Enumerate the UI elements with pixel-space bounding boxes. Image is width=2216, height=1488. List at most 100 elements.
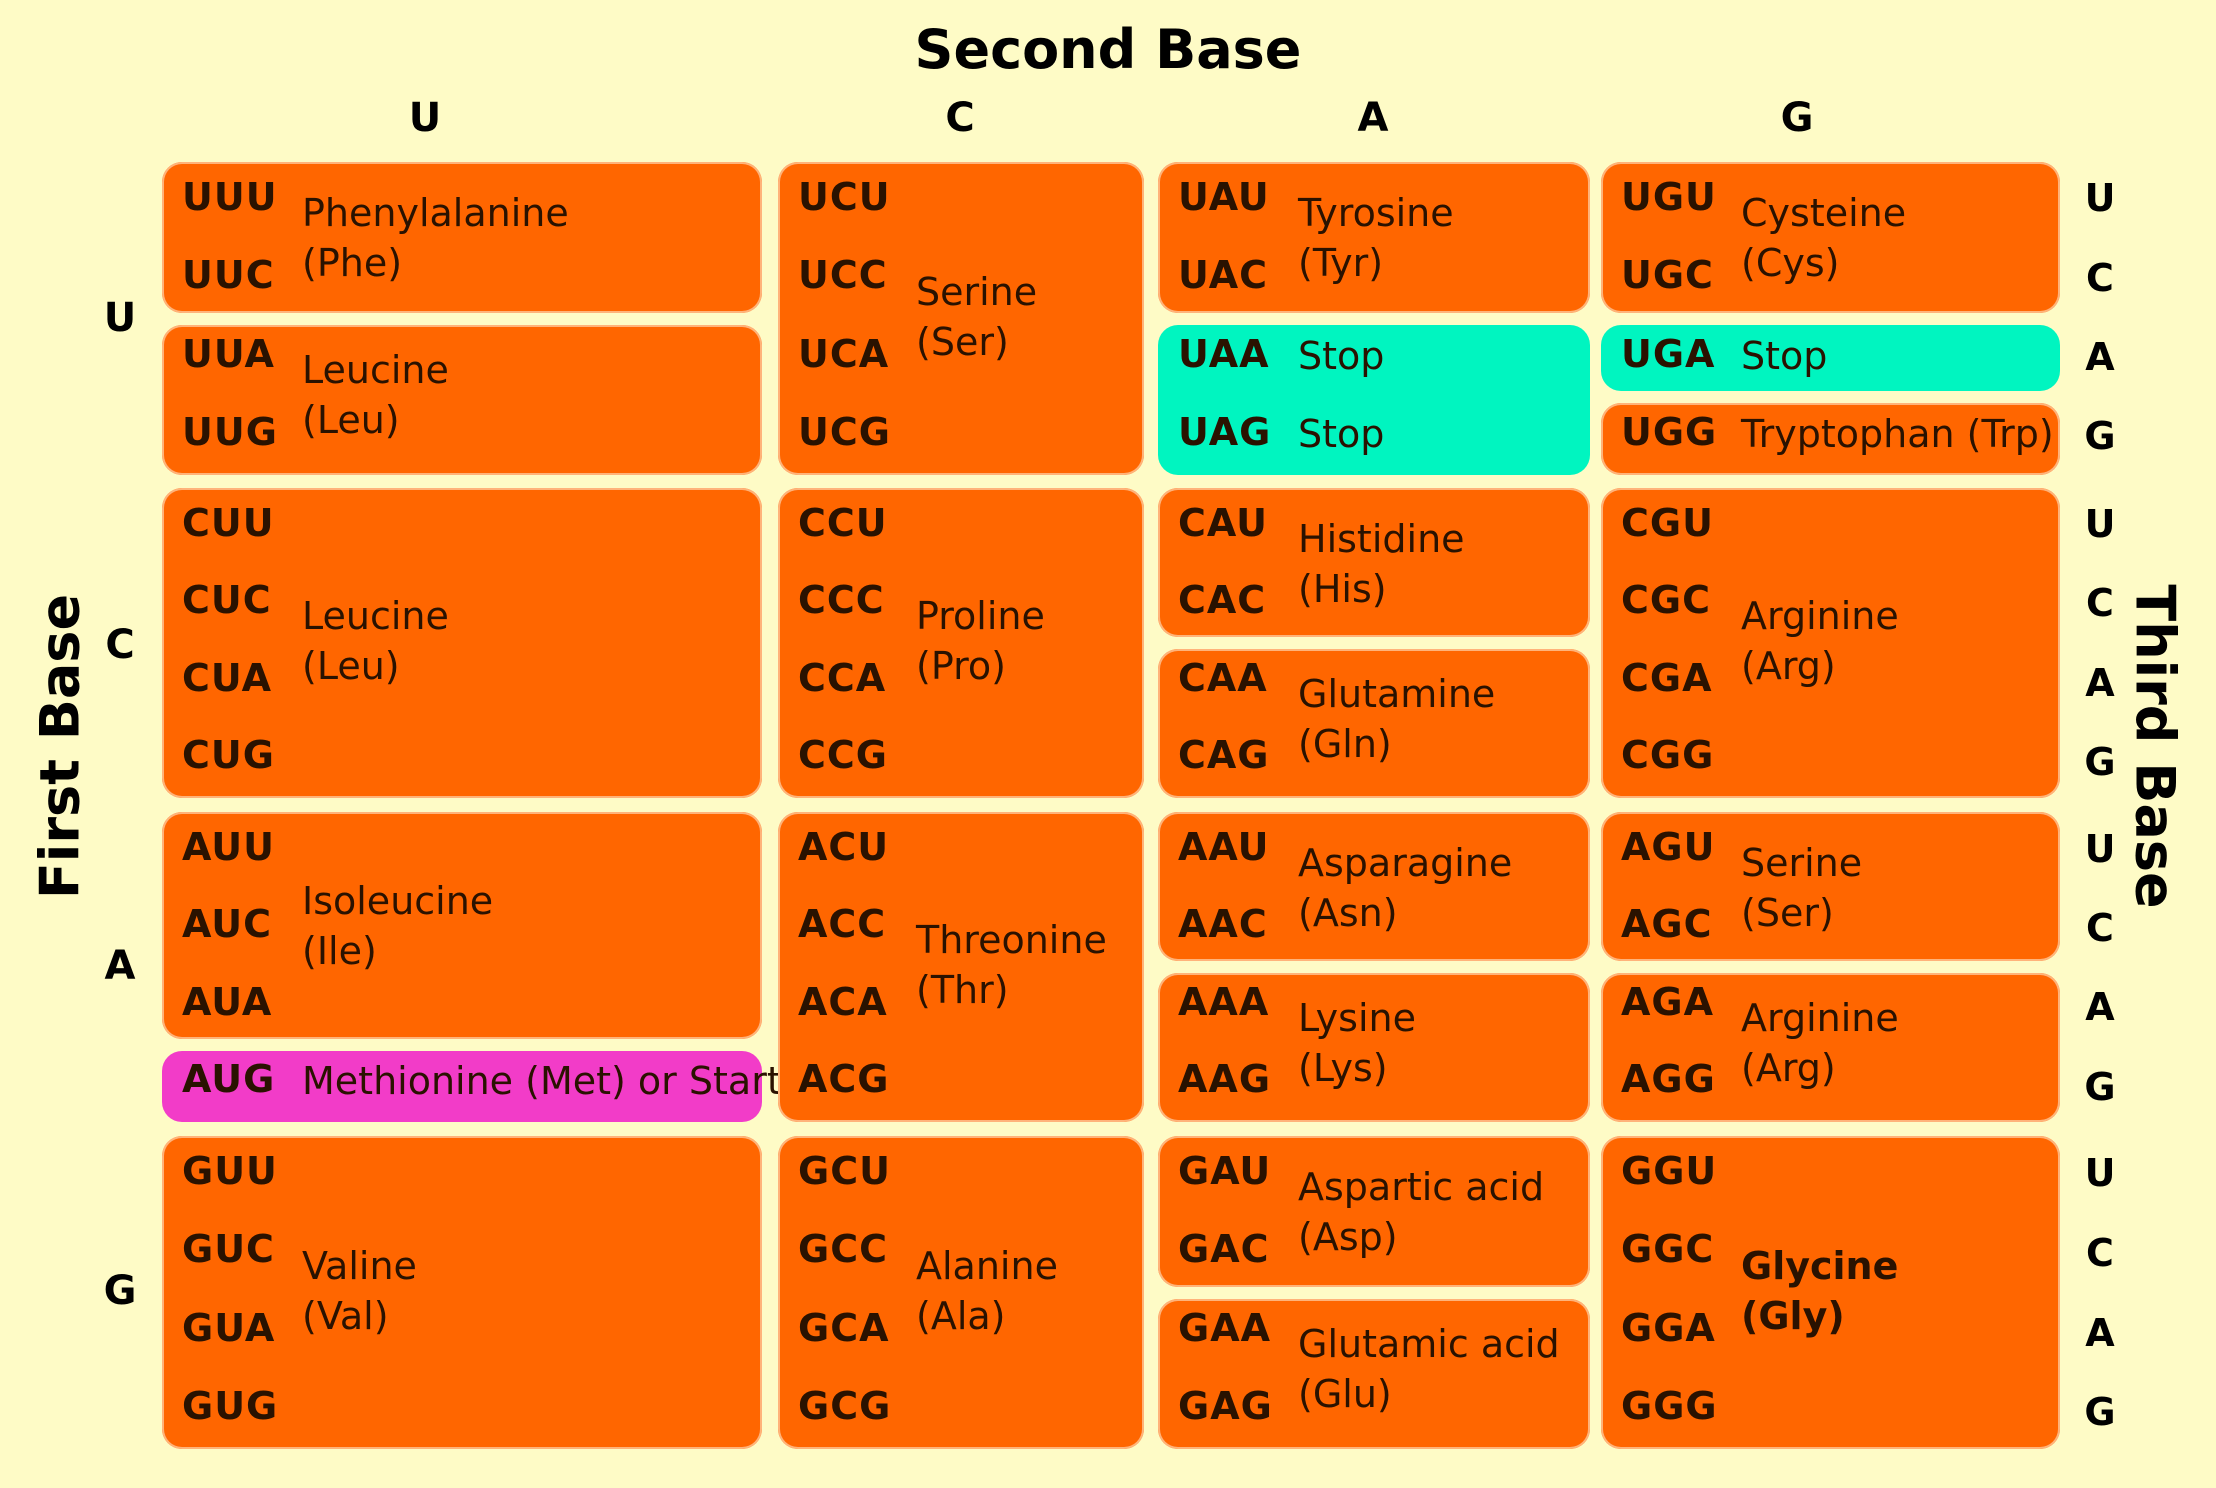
codon-label: CAU <box>1178 500 1268 545</box>
amino-acid-cell <box>1158 812 1590 961</box>
third-base-label: C <box>2086 256 2114 300</box>
codon-label: AGC <box>1621 902 1713 947</box>
third-base-label: A <box>2085 661 2115 705</box>
codon-label: UUC <box>182 253 275 298</box>
codon-label: CAG <box>1178 733 1270 778</box>
amino-acid-abbreviation: (Gly) <box>1741 1293 1845 1338</box>
codon-label: AAG <box>1178 1057 1272 1102</box>
codon-label: AGG <box>1621 1057 1716 1102</box>
amino-acid-abbreviation: (Pro) <box>916 644 1006 688</box>
codon-label: CCA <box>798 655 887 700</box>
codon-label: GGG <box>1621 1383 1718 1428</box>
amino-acid-cell <box>162 162 762 313</box>
amino-acid-name: Tryptophan (Trp) <box>1741 411 2054 456</box>
amino-acid-name: Arginine <box>1741 995 1899 1040</box>
amino-acid-name: Valine <box>302 1243 417 1288</box>
amino-acid-name: Serine <box>1741 840 1863 885</box>
codon-label: UUG <box>182 409 278 454</box>
first-base-row-u: U <box>103 295 137 341</box>
codon-label: GAC <box>1178 1227 1270 1272</box>
start-amino-acid-name: Methionine (Met) or Start <box>302 1059 782 1104</box>
codon-label: GCU <box>798 1149 891 1194</box>
codon-label: GUU <box>182 1149 278 1194</box>
amino-acid-cell <box>1158 1136 1590 1287</box>
codon-label: GCC <box>798 1227 888 1272</box>
amino-acid-name: Alanine <box>916 1243 1058 1288</box>
amino-acid-name: Serine <box>916 269 1038 314</box>
amino-acid-name: Lysine <box>1298 995 1416 1040</box>
third-base-label: U <box>2084 502 2116 546</box>
third-base-label: A <box>2085 985 2115 1029</box>
amino-acid-name: Leucine <box>302 594 449 638</box>
codon-label: GGA <box>1621 1305 1716 1350</box>
codon-label: UAC <box>1178 253 1268 298</box>
codon-label: CGG <box>1621 733 1715 778</box>
codon-label: GUA <box>182 1305 276 1350</box>
codon-label: UAG <box>1178 409 1272 454</box>
codon-label: AUU <box>182 824 275 869</box>
third-base-label: C <box>2086 581 2114 625</box>
amino-acid-abbreviation: (Cys) <box>1741 241 1840 286</box>
codon-label: CCG <box>798 733 888 778</box>
amino-acid-cell <box>1158 649 1590 798</box>
amino-acid-abbreviation: (Ser) <box>916 319 1009 364</box>
codon-label: CGC <box>1621 578 1711 623</box>
third-base-label: U <box>2084 176 2116 220</box>
amino-acid-cell <box>1601 812 2060 961</box>
amino-acid-name: Tyrosine <box>1298 191 1454 236</box>
first-base-row-a: A <box>104 943 136 989</box>
amino-acid-abbreviation: (Ala) <box>916 1293 1006 1338</box>
amino-acid-abbreviation: (Phe) <box>302 241 403 286</box>
third-base-label: A <box>2085 335 2115 379</box>
codon-label: UUU <box>182 175 278 220</box>
amino-acid-cell <box>162 488 762 798</box>
codon-label: CGU <box>1621 500 1714 545</box>
amino-acid-abbreviation: (Arg) <box>1741 1045 1836 1090</box>
codon-label: CCU <box>798 500 888 545</box>
codon-label: UGU <box>1621 175 1717 220</box>
amino-acid-abbreviation: (Tyr) <box>1298 241 1384 286</box>
codon-label: GUG <box>182 1383 279 1428</box>
amino-acid-cell <box>1601 973 2060 1122</box>
codon-label: AGU <box>1621 824 1716 869</box>
amino-acid-name: Leucine <box>302 347 449 392</box>
third-base-label: C <box>2086 906 2114 950</box>
amino-acid-abbreviation: (Arg) <box>1741 644 1836 688</box>
codon-label: CGA <box>1621 655 1713 700</box>
amino-acid-name: Glutamine <box>1298 671 1496 716</box>
stop-codon-cell <box>1158 324 1590 475</box>
amino-acid-abbreviation: (Thr) <box>916 968 1009 1012</box>
amino-acid-abbreviation: (Asn) <box>1298 890 1398 935</box>
codon-label: CAC <box>1178 578 1267 623</box>
codon-label: GAU <box>1178 1149 1272 1194</box>
amino-acid-cell <box>1158 1298 1590 1449</box>
codon-label: GAA <box>1178 1305 1272 1350</box>
second-base-col-u: U <box>408 95 442 141</box>
codon-label: UAA <box>1178 331 1270 376</box>
third-base-label: C <box>2086 1231 2114 1275</box>
codon-label: CUC <box>182 578 272 623</box>
third-base-label: G <box>2084 1065 2116 1109</box>
codon-label: CUG <box>182 733 275 778</box>
codon-label: UGA <box>1621 331 1716 376</box>
amino-acid-name: Glycine <box>1741 1243 1899 1288</box>
codon-label: UCU <box>798 175 891 220</box>
amino-acid-name: Threonine <box>916 918 1107 962</box>
amino-acid-name: Isoleucine <box>302 879 494 924</box>
codon-label: CUA <box>182 655 272 700</box>
amino-acid-cell <box>778 162 1144 475</box>
start-codon-cell <box>162 1050 762 1122</box>
amino-acid-abbreviation: (Leu) <box>302 397 400 442</box>
amino-acid-abbreviation: (Leu) <box>302 644 400 688</box>
codon-label: UCC <box>798 253 888 298</box>
amino-acid-cell <box>1601 402 2060 475</box>
third-base-label: U <box>2084 1151 2116 1195</box>
codon-label: GGC <box>1621 1227 1715 1272</box>
codon-label: ACC <box>798 902 887 947</box>
amino-acid-cell <box>1158 488 1590 637</box>
amino-acid-cell <box>162 1136 762 1449</box>
amino-acid-cell <box>162 812 762 1039</box>
amino-acid-cell <box>162 324 762 475</box>
third-base-label: G <box>2084 414 2116 458</box>
codon-label: UAU <box>1178 175 1270 220</box>
